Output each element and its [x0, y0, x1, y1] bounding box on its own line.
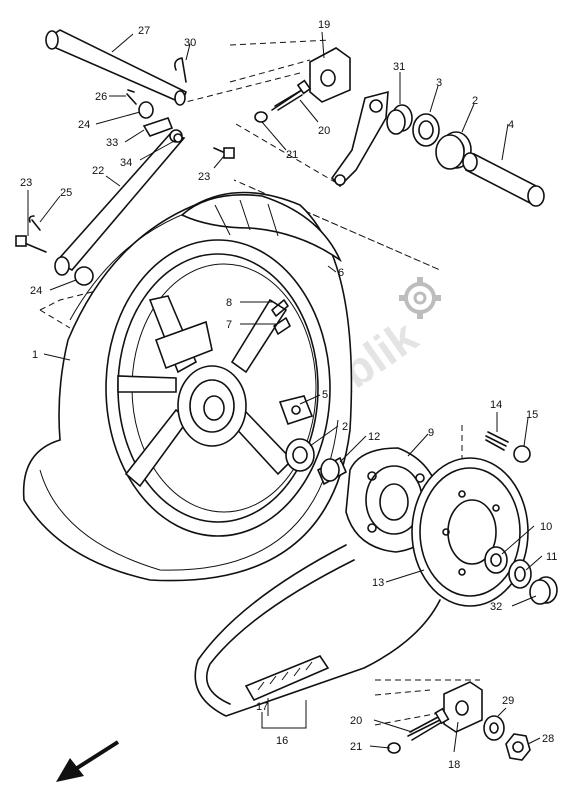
bolt-23-upper [213, 147, 235, 159]
callout-labels: 27 30 19 31 3 2 4 26 24 33 34 23 22 23 2… [20, 19, 557, 771]
rear-wheel [22, 191, 353, 582]
callout-14: 14 [490, 399, 502, 411]
callout-30: 30 [184, 37, 196, 49]
callout-1: 1 [32, 349, 38, 361]
oil-seal-upper [412, 113, 440, 147]
callout-20-upper: 20 [318, 125, 330, 137]
cotter-pin-25 [28, 215, 41, 231]
callout-21-upper: 21 [286, 149, 298, 161]
callout-4: 4 [508, 119, 514, 131]
clip-plate [142, 117, 174, 137]
callout-24-lower: 24 [30, 285, 42, 297]
callout-11: 11 [546, 551, 557, 563]
callout-15: 15 [526, 409, 538, 421]
stud-bolt [485, 431, 509, 451]
callout-20-lower: 20 [350, 715, 362, 727]
brake-caliper-bracket [330, 90, 389, 188]
hub-damper [278, 395, 314, 426]
callout-33: 33 [106, 137, 118, 149]
callout-16: 16 [276, 735, 288, 747]
callout-23-upper: 23 [198, 171, 210, 183]
callout-34: 34 [120, 157, 132, 169]
bearing-lower [285, 438, 315, 472]
cotter-pin [174, 57, 187, 83]
callout-27: 27 [138, 25, 150, 37]
callout-10: 10 [540, 521, 552, 533]
leader-lines [27, 31, 543, 753]
callout-2-upper: 2 [472, 95, 478, 107]
callout-25: 25 [60, 187, 72, 199]
callout-3: 3 [436, 77, 442, 89]
spacer-small-lower [74, 266, 94, 286]
spacer-tube [462, 152, 545, 207]
chain-adjuster-upper [309, 47, 351, 103]
callout-7: 7 [226, 319, 232, 331]
rear-sprocket [411, 457, 529, 607]
callout-29: 29 [502, 695, 514, 707]
nut-upper [254, 111, 268, 123]
collar [386, 104, 413, 135]
sprocket-nut [513, 445, 531, 463]
callout-9: 9 [428, 427, 434, 439]
spacer-small-upper [138, 101, 154, 119]
callout-18: 18 [448, 759, 460, 771]
callout-5: 5 [322, 389, 328, 401]
axle-nut [505, 733, 531, 761]
callout-31: 31 [393, 61, 405, 73]
bearing-10 [484, 546, 508, 574]
axle [45, 29, 187, 106]
pin-small [126, 89, 137, 105]
callout-2-lower: 2 [342, 421, 348, 433]
callout-17: 17 [256, 701, 268, 713]
callout-21-lower: 21 [350, 741, 362, 753]
callout-22: 22 [92, 165, 104, 177]
gear-icon [399, 277, 441, 319]
callout-26: 26 [95, 91, 107, 103]
chain-adjuster-lower [443, 681, 483, 733]
bolt-23-left [15, 235, 47, 253]
arrow-down-left-icon [56, 740, 120, 782]
oil-seal-11 [508, 559, 532, 589]
callout-8: 8 [226, 297, 232, 309]
callout-32: 32 [490, 601, 502, 613]
callout-12: 12 [368, 431, 380, 443]
adjuster-bolt-upper [271, 79, 312, 111]
callout-13: 13 [372, 577, 384, 589]
axle-washer [483, 715, 505, 741]
callout-24-upper: 24 [78, 119, 90, 131]
adjuster-bolt-lower [407, 707, 450, 741]
callout-6: 6 [338, 267, 344, 279]
callout-23-left: 23 [20, 177, 32, 189]
collar-32 [529, 576, 558, 605]
collar-12 [316, 456, 348, 486]
callout-28: 28 [542, 733, 554, 745]
callout-19: 19 [318, 19, 330, 31]
drive-chain [194, 544, 441, 717]
